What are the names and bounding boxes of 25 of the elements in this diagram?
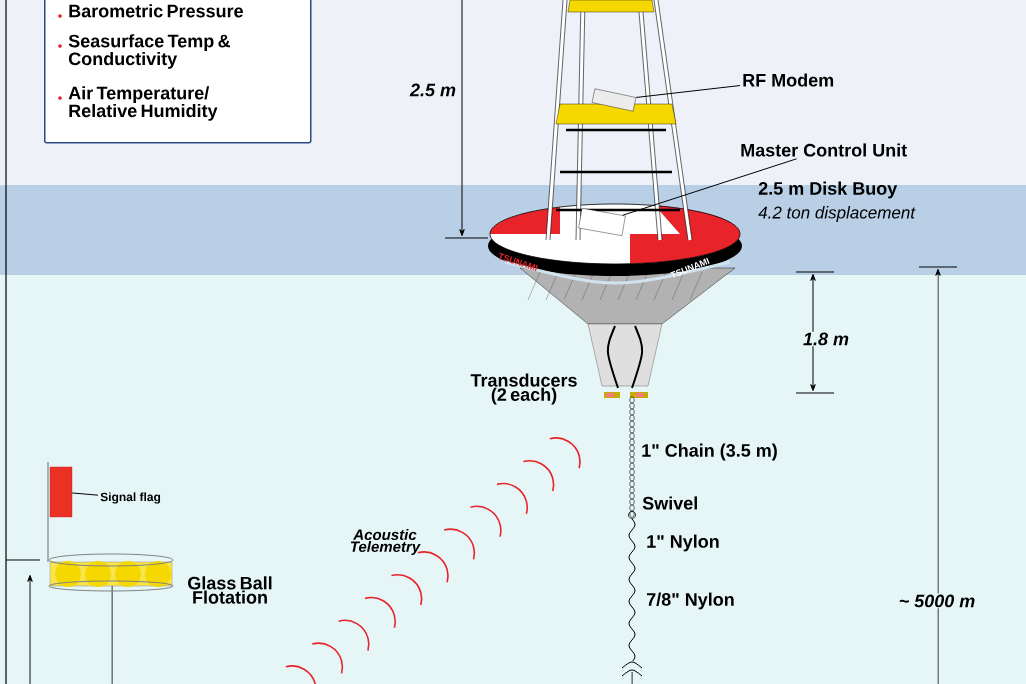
dimension-label: 1.8 m	[803, 332, 849, 346]
master-control-unit-label: Master Control Unit	[741, 143, 907, 157]
telemetry-label: Acoustic Telemetry	[350, 529, 421, 555]
signal-flag-label: Signal flag	[100, 492, 161, 504]
dimension-label: 2.5 m	[409, 83, 456, 97]
nylon-label: 7/8" Nylon	[646, 592, 734, 610]
sensor-list-item: Seasurface Temp & Conductivity	[68, 34, 230, 69]
nylon-label: 1" Nylon	[647, 534, 719, 552]
control-unit	[578, 208, 626, 236]
sensor-list-item: Barometric Pressure	[69, 4, 243, 18]
leader-line	[622, 158, 798, 216]
rf-modem-label: RF Modem	[743, 73, 834, 87]
swivel-label: Swivel	[642, 496, 697, 510]
sensor-box	[44, 0, 312, 144]
signal-flag	[49, 466, 73, 518]
leader-line	[71, 492, 99, 496]
rf-modem	[591, 88, 637, 112]
leader-line	[635, 85, 741, 98]
displacement-label: 4.2 ton displacement	[758, 206, 916, 222]
sensor-list-item: Air Temperature/ Relative Humidity	[68, 86, 218, 121]
dimension-label: ~ 5000 m	[899, 594, 975, 608]
flotation-label: Glass Ball Flotation	[188, 576, 272, 604]
buoy-label: 2.5 m Disk Buoy	[758, 181, 898, 199]
transducers-label: Transducers (2 each)	[470, 373, 577, 405]
chain-label: 1" Chain (3.5 m)	[642, 443, 777, 461]
